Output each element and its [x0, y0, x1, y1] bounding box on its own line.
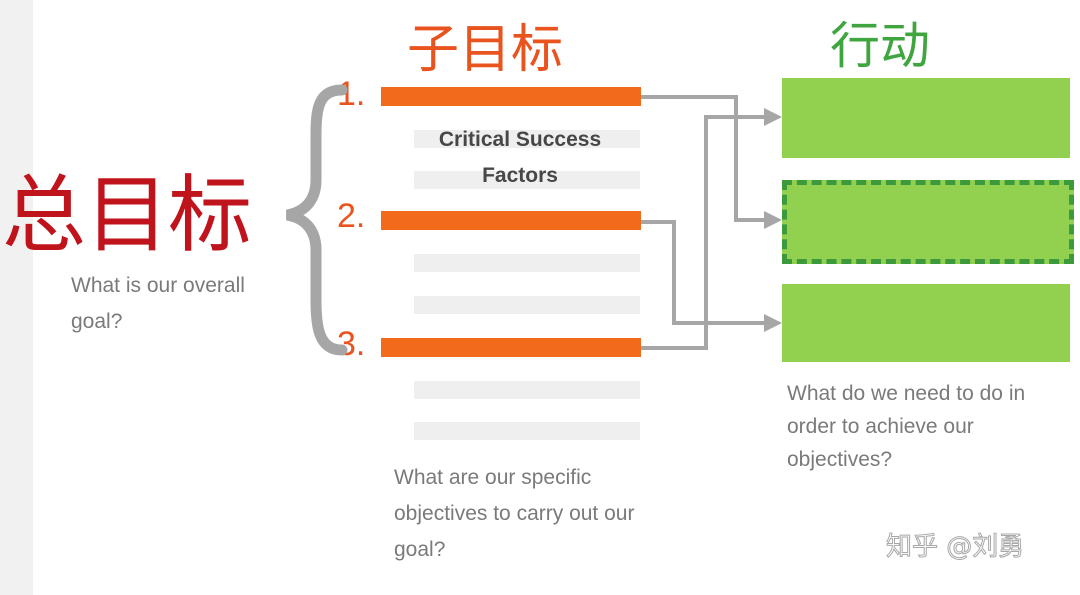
csf-placeholder-line — [414, 296, 640, 314]
sub-goal-bar-1 — [381, 87, 641, 106]
sub-goals-title: 子目标 — [407, 20, 564, 80]
main-goal-question: What is our overall goal? — [71, 274, 245, 333]
arrowhead-1 — [764, 108, 782, 126]
watermark-text: 知乎 @刘勇 — [885, 532, 1025, 563]
action-box-1 — [782, 78, 1070, 158]
csf-placeholder-line — [414, 381, 640, 399]
left-background-strip — [0, 0, 33, 595]
critical-success-factors-label: Critical Success Factors — [438, 128, 602, 187]
action-box-2-highlighted — [782, 180, 1074, 264]
csf-placeholder-line — [414, 422, 640, 440]
arrowhead-2 — [764, 211, 782, 229]
arrow-1-to-2 — [641, 95, 768, 222]
arrow-3-to-1 — [641, 115, 768, 350]
sub-goal-bar-3 — [381, 338, 641, 357]
arrowhead-3 — [764, 314, 782, 332]
sub-goal-number-2: 2. — [337, 197, 366, 235]
main-goal-title: 总目标 — [2, 166, 252, 264]
actions-title: 行动 — [830, 17, 930, 75]
csf-placeholder-line — [414, 254, 640, 272]
action-box-3 — [782, 284, 1070, 362]
curly-brace — [285, 84, 348, 356]
sub-goal-bar-2 — [381, 211, 641, 230]
csf-placeholder-line — [414, 130, 640, 148]
actions-question: What do we need to do in order to achiev… — [787, 382, 1026, 471]
csf-placeholder-line — [414, 171, 640, 189]
arrow-2-to-3 — [641, 220, 768, 325]
sub-goal-number-3: 3. — [337, 325, 366, 363]
sub-goals-question: What are our specific objectives to carr… — [394, 466, 635, 561]
